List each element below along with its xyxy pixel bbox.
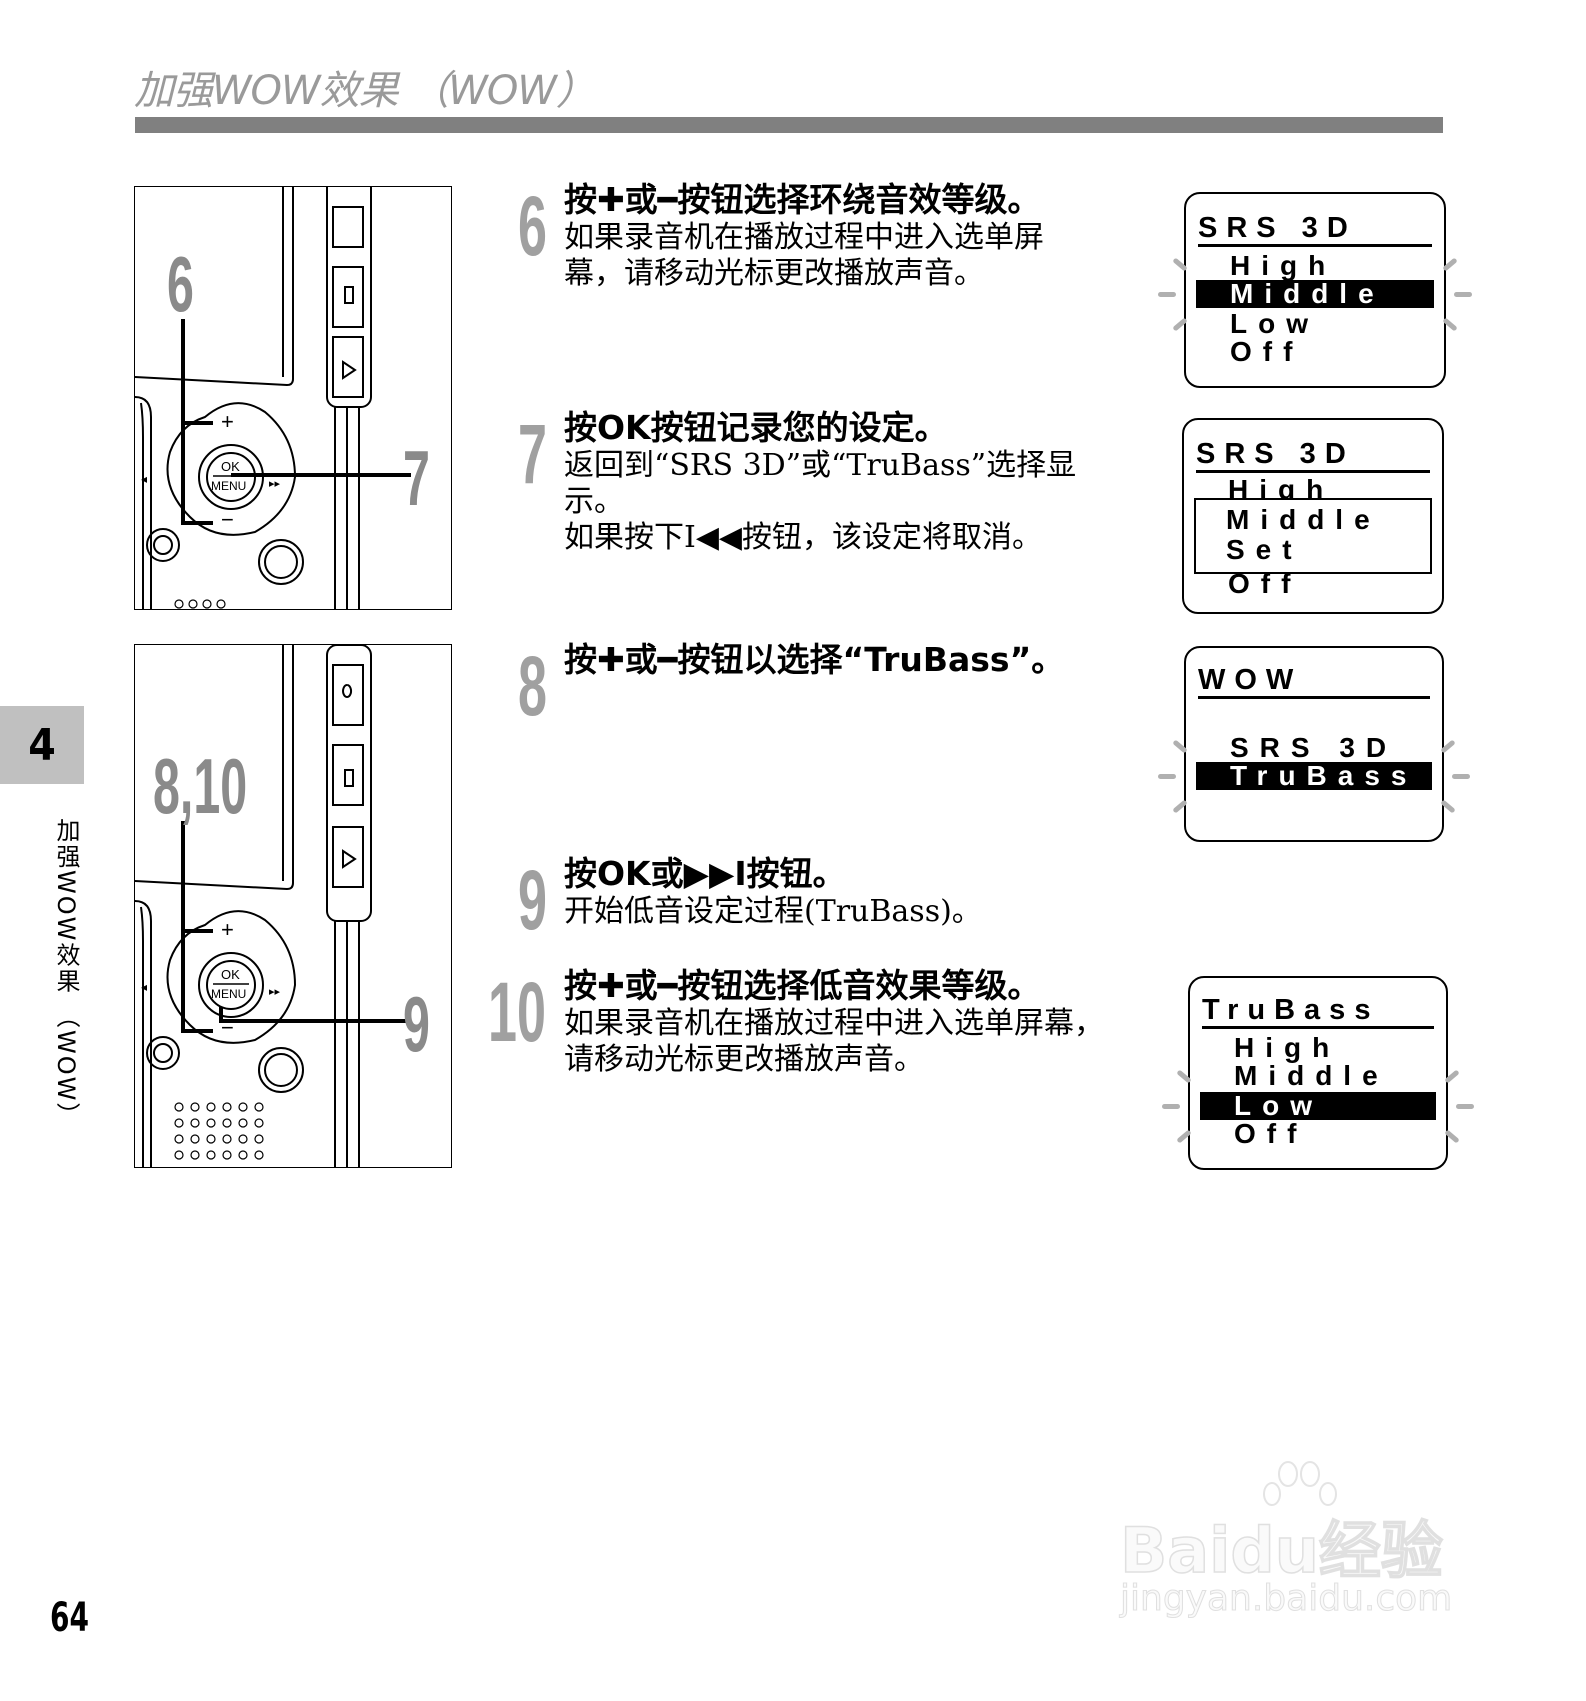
lcd-row: High bbox=[1234, 1032, 1341, 1063]
voice-recorder-drawing: OK MENU + − ◂ ▸▸ bbox=[135, 187, 372, 609]
callout-line bbox=[181, 521, 213, 525]
callout-number-9: 9 bbox=[403, 980, 430, 1068]
blink-indicator bbox=[1442, 257, 1458, 272]
device-illustration-1: OK MENU + − ◂ ▸▸ 6 7 bbox=[134, 186, 452, 610]
blink-indicator bbox=[1444, 1129, 1460, 1144]
step-body-line: 请移动光标更改播放声音。 bbox=[564, 1042, 924, 1077]
step-title: 按OK或▶▶I按钮。 bbox=[564, 854, 846, 893]
step-body-line: 示。 bbox=[564, 484, 624, 519]
lcd-row: Middle bbox=[1234, 1060, 1389, 1091]
step-title: 按✚或━按钮以选择“TruBass”。 bbox=[564, 640, 1065, 679]
svg-text:▸▸: ▸▸ bbox=[269, 478, 281, 490]
header-rule bbox=[135, 117, 1443, 133]
svg-text:OK: OK bbox=[221, 967, 240, 982]
svg-text:MENU: MENU bbox=[211, 987, 246, 1001]
blink-indicator bbox=[1442, 317, 1458, 332]
lcd-screen-wow: WOW SRS 3D TruBass bbox=[1158, 646, 1470, 842]
chapter-tab: 4 bbox=[0, 706, 84, 784]
lcd-title: WOW bbox=[1198, 664, 1430, 699]
blink-indicator bbox=[1172, 257, 1188, 272]
svg-text:◂: ◂ bbox=[141, 472, 147, 486]
lcd-title: TruBass bbox=[1202, 994, 1434, 1029]
lcd-row: Off bbox=[1234, 1118, 1308, 1149]
watermark-brand: Baidu经验 bbox=[1119, 1513, 1443, 1588]
callout-number-7: 7 bbox=[403, 434, 430, 522]
callout-number-8-10: 8,10 bbox=[153, 742, 248, 830]
lcd-row: High bbox=[1230, 250, 1337, 281]
device-illustration-2: OK MENU + − ◂ ▸▸ 8,10 9 bbox=[134, 644, 452, 1168]
lcd-row: Off bbox=[1228, 568, 1302, 599]
callout-line bbox=[219, 1019, 411, 1023]
step-body-line: 开始低音设定过程(TruBass)。 bbox=[564, 894, 982, 929]
step-body-line: 如果录音机在播放过程中进入选单屏 bbox=[564, 220, 1044, 255]
svg-text:▸▸: ▸▸ bbox=[269, 986, 281, 998]
step-number: 9 bbox=[518, 853, 547, 947]
lcd-title: SRS 3D bbox=[1198, 212, 1432, 247]
lcd-screen-trubass: TruBass High Middle Low Off bbox=[1162, 976, 1474, 1170]
svg-text:+: + bbox=[221, 409, 234, 434]
blink-indicator bbox=[1452, 774, 1470, 779]
blink-indicator bbox=[1172, 317, 1188, 332]
blink-indicator bbox=[1456, 1104, 1474, 1109]
step-body-line: 幕，请移动光标更改播放声音。 bbox=[564, 256, 984, 291]
lcd-title: SRS 3D bbox=[1196, 438, 1430, 473]
blink-indicator bbox=[1158, 292, 1176, 297]
watermark-url: jingyan.baidu.com bbox=[1119, 1578, 1453, 1620]
lcd-row: Low bbox=[1230, 308, 1319, 339]
step-title: 按✚或━按钮选择环绕音效等级。 bbox=[564, 180, 1041, 219]
blink-indicator bbox=[1176, 1129, 1192, 1144]
step-number: 10 bbox=[488, 965, 546, 1059]
callout-number-6: 6 bbox=[167, 240, 194, 328]
svg-text:+: + bbox=[221, 917, 234, 942]
blink-indicator bbox=[1158, 774, 1176, 779]
svg-text:◂: ◂ bbox=[141, 980, 147, 994]
step-number: 8 bbox=[518, 639, 547, 733]
step-body-line: 如果录音机在播放过程中进入选单屏幕， bbox=[564, 1006, 1104, 1041]
voice-recorder-drawing: OK MENU + − ◂ ▸▸ bbox=[135, 645, 372, 1167]
lcd-screen-srs3d-select: SRS 3D High Middle Low Off bbox=[1158, 192, 1472, 388]
blink-indicator bbox=[1440, 739, 1456, 754]
blink-indicator bbox=[1454, 292, 1472, 297]
page-number: 64 bbox=[50, 1595, 89, 1641]
blink-indicator bbox=[1162, 1104, 1180, 1109]
step-number: 7 bbox=[518, 407, 547, 501]
blink-indicator bbox=[1172, 799, 1188, 814]
step-body-line: 如果按下I◀◀按钮，该设定将取消。 bbox=[564, 520, 1042, 555]
step-body-line: 返回到“SRS 3D”或“TruBass”选择显 bbox=[564, 448, 1077, 483]
callout-line bbox=[181, 1029, 213, 1033]
popup-row: Middle bbox=[1226, 504, 1381, 535]
lcd-screen-srs3d-set: SRS 3D High Off Middle Set bbox=[1182, 418, 1444, 614]
blink-indicator bbox=[1176, 1069, 1192, 1084]
popup-row: Set bbox=[1226, 534, 1303, 565]
chapter-side-label: 加强WOW效果 （WOW） bbox=[52, 818, 80, 1129]
lcd-row: Off bbox=[1230, 336, 1304, 367]
callout-line bbox=[181, 929, 213, 933]
callout-line bbox=[181, 421, 213, 425]
blink-indicator bbox=[1172, 739, 1188, 754]
paw-icon bbox=[1260, 1460, 1340, 1520]
set-confirmation-popup: Middle Set bbox=[1194, 498, 1432, 574]
blink-indicator bbox=[1444, 1069, 1460, 1084]
lcd-row-selected: Low bbox=[1200, 1092, 1436, 1120]
svg-text:−: − bbox=[221, 507, 234, 532]
callout-line bbox=[219, 1007, 223, 1021]
lcd-row: SRS 3D bbox=[1230, 732, 1398, 763]
blink-indicator bbox=[1440, 799, 1456, 814]
step-title: 按✚或━按钮选择低音效果等级。 bbox=[564, 966, 1041, 1005]
lcd-row-selected: TruBass bbox=[1196, 762, 1432, 790]
lcd-row-selected: Middle bbox=[1196, 280, 1434, 308]
callout-line bbox=[231, 473, 411, 477]
ok-label: OK bbox=[221, 459, 240, 474]
svg-text:MENU: MENU bbox=[211, 479, 246, 493]
callout-line bbox=[181, 821, 185, 1033]
step-title: 按OK按钮记录您的设定。 bbox=[564, 408, 948, 447]
page-header-title: 加强WOW效果 （WOW） bbox=[134, 68, 596, 114]
step-number: 6 bbox=[518, 179, 547, 273]
